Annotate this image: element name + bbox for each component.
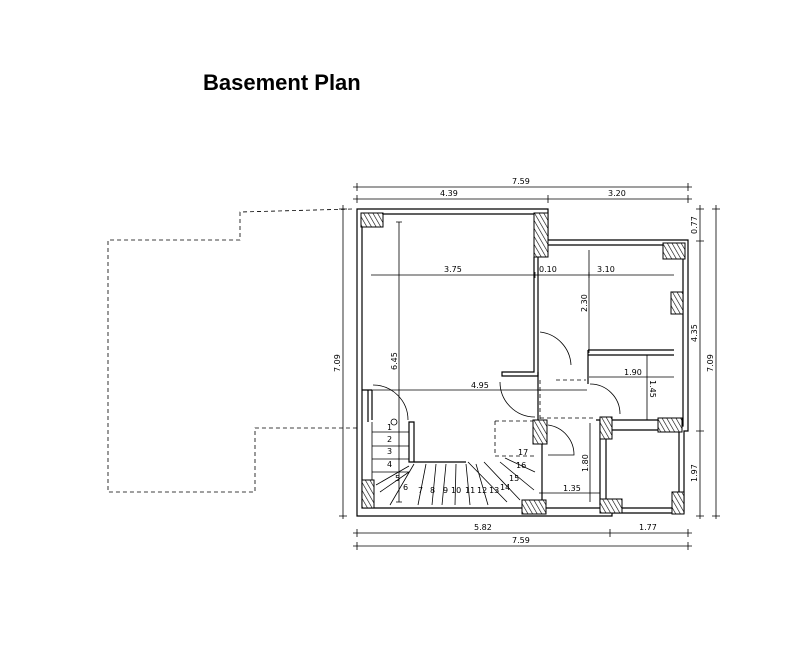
stair-step-numbers: 1 2 3 4 5 6 7 8 9 10 11 12 13 14 15 16 1… bbox=[387, 423, 528, 495]
svg-text:9: 9 bbox=[443, 486, 448, 495]
svg-text:7.09: 7.09 bbox=[333, 354, 342, 372]
svg-text:13: 13 bbox=[489, 486, 499, 495]
svg-text:17: 17 bbox=[518, 448, 528, 457]
dimension-lines bbox=[339, 183, 720, 550]
svg-text:4: 4 bbox=[387, 460, 392, 469]
svg-text:5: 5 bbox=[395, 474, 400, 483]
svg-text:1.90: 1.90 bbox=[624, 368, 642, 377]
svg-text:4.35: 4.35 bbox=[690, 324, 699, 342]
svg-text:4.95: 4.95 bbox=[471, 381, 489, 390]
svg-text:1.80: 1.80 bbox=[581, 454, 590, 472]
dimension-labels: 7.59 4.39 3.20 7.09 0.77 4.35 1.97 7.09 … bbox=[333, 177, 715, 545]
svg-text:2.30: 2.30 bbox=[580, 294, 589, 312]
svg-text:7.09: 7.09 bbox=[706, 354, 715, 372]
svg-text:10: 10 bbox=[451, 486, 461, 495]
door-swing bbox=[589, 383, 621, 415]
svg-text:0.10: 0.10 bbox=[539, 265, 557, 274]
door-swing bbox=[547, 424, 575, 456]
svg-text:3.10: 3.10 bbox=[597, 265, 615, 274]
svg-text:7.59: 7.59 bbox=[512, 536, 530, 545]
svg-text:14: 14 bbox=[500, 483, 510, 492]
svg-text:12: 12 bbox=[477, 486, 487, 495]
svg-text:6.45: 6.45 bbox=[390, 352, 399, 370]
svg-text:8: 8 bbox=[430, 486, 435, 495]
svg-text:1.45: 1.45 bbox=[648, 380, 657, 398]
adjacent-outline bbox=[107, 208, 357, 493]
staircase bbox=[371, 418, 536, 508]
svg-text:5.82: 5.82 bbox=[474, 523, 492, 532]
svg-text:3: 3 bbox=[387, 447, 392, 456]
svg-text:1: 1 bbox=[387, 423, 392, 432]
interior-walls bbox=[362, 257, 674, 506]
svg-text:6: 6 bbox=[403, 483, 408, 492]
svg-text:3.20: 3.20 bbox=[608, 189, 626, 198]
svg-text:1.97: 1.97 bbox=[690, 464, 699, 482]
svg-text:2: 2 bbox=[387, 435, 392, 444]
svg-text:4.39: 4.39 bbox=[440, 189, 458, 198]
svg-text:11: 11 bbox=[465, 486, 475, 495]
columns bbox=[360, 212, 686, 515]
svg-text:16: 16 bbox=[516, 461, 526, 470]
svg-text:15: 15 bbox=[509, 474, 519, 483]
svg-text:3.75: 3.75 bbox=[444, 265, 462, 274]
svg-text:7: 7 bbox=[418, 486, 423, 495]
svg-text:7.59: 7.59 bbox=[512, 177, 530, 186]
plan-title: Basement Plan bbox=[203, 70, 361, 95]
door-swing bbox=[372, 384, 409, 421]
svg-text:1.35: 1.35 bbox=[563, 484, 581, 493]
door-swing bbox=[539, 331, 572, 366]
svg-text:1.77: 1.77 bbox=[639, 523, 657, 532]
svg-text:0.77: 0.77 bbox=[690, 216, 699, 234]
doors bbox=[372, 331, 621, 456]
door-swing bbox=[499, 381, 536, 418]
